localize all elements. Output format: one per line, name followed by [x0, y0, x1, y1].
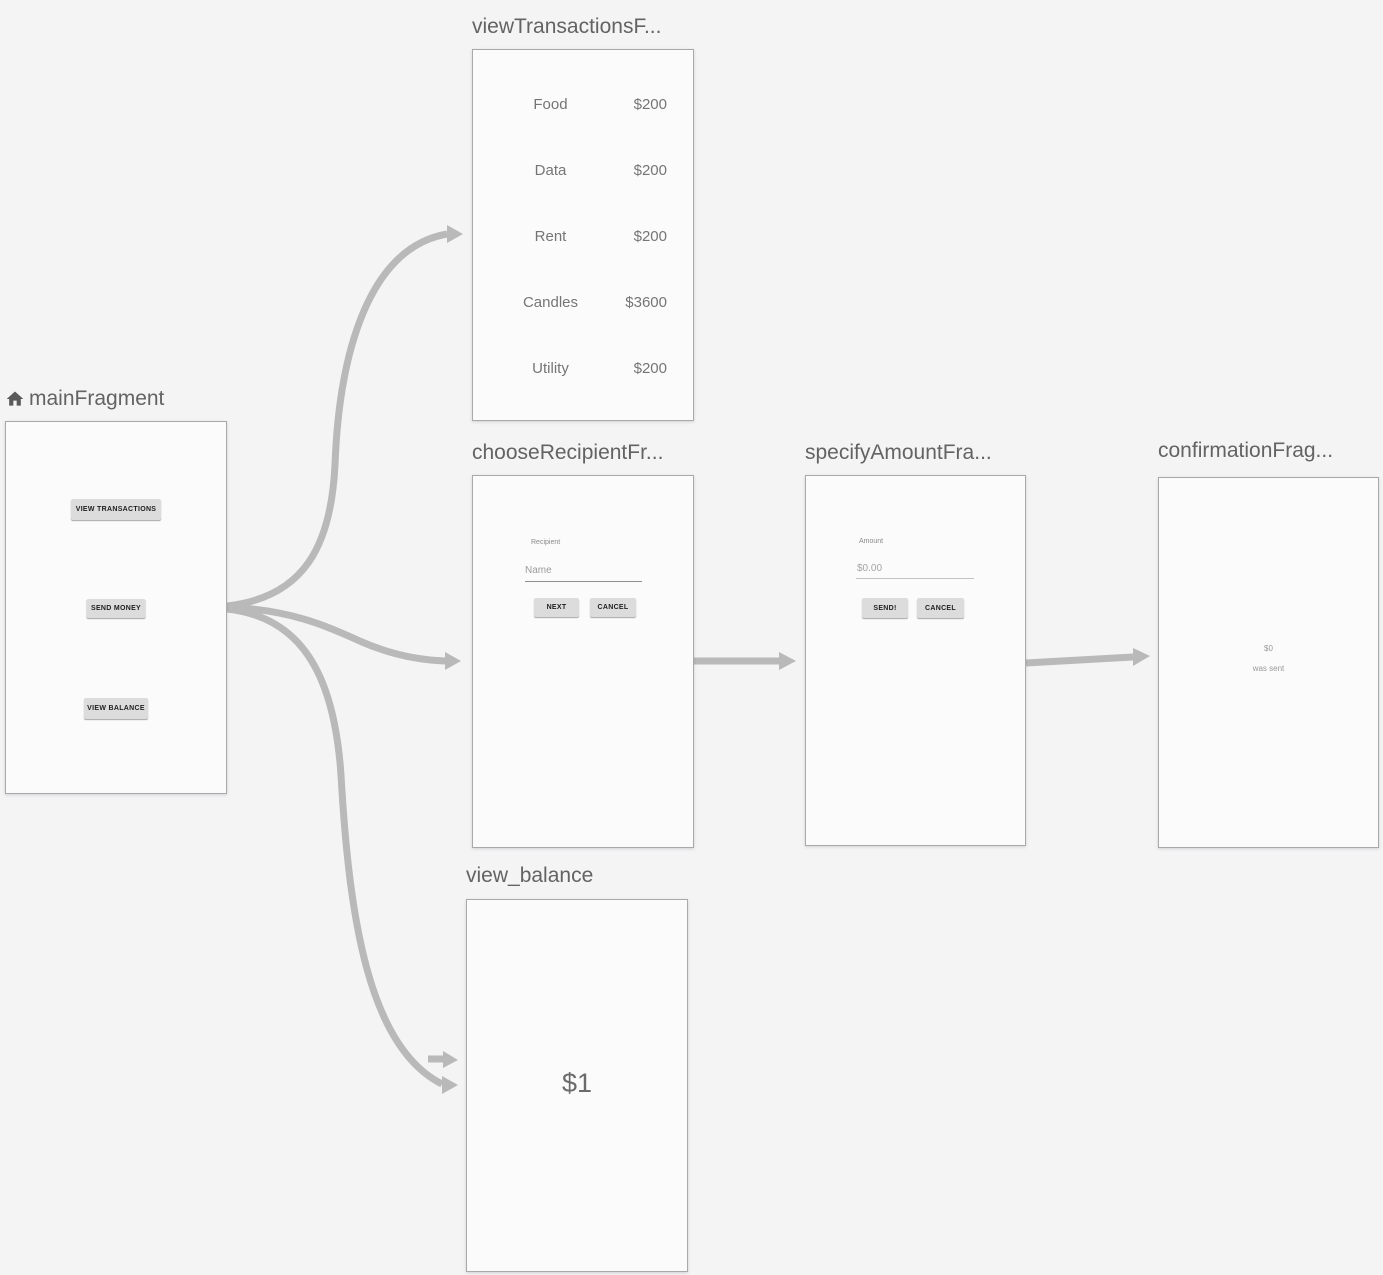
name-input-underline [525, 581, 642, 582]
fragment-title-confirmation[interactable]: confirmationFrag... [1158, 438, 1333, 463]
confirmation-amount: $0 [1264, 644, 1273, 653]
fragment-card-chooseRecipient[interactable]: Recipient Name NEXT CANCEL [472, 475, 694, 848]
fragment-title-chooseRecipient[interactable]: chooseRecipientFr... [472, 440, 663, 465]
transaction-amount: $200 [633, 228, 667, 245]
action-main-to-viewBalance[interactable] [226, 605, 458, 1094]
transaction-row: Data $200 [473, 162, 693, 182]
amount-field-label: Amount [859, 538, 884, 545]
confirmation-message: was sent [1252, 664, 1285, 673]
fragment-title-specifyAmount[interactable]: specifyAmountFra... [805, 440, 992, 465]
transaction-row: Rent $200 [473, 228, 693, 248]
transaction-label: Food [533, 96, 568, 113]
send-button: SEND! [862, 598, 908, 618]
fragment-title-text: mainFragment [29, 387, 165, 410]
transaction-amount: $200 [633, 96, 667, 113]
fragment-title-viewBalance[interactable]: view_balance [466, 863, 593, 888]
send-money-button: SEND MONEY [86, 599, 146, 618]
action-main-to-viewTransactions[interactable] [226, 225, 463, 610]
fragment-title-text: viewTransactionsF... [472, 15, 662, 38]
fragment-title-mainFragment[interactable]: mainFragment [5, 386, 164, 411]
transaction-label: Rent [534, 228, 567, 245]
action-chooseRecipient-to-specifyAmount[interactable] [694, 652, 796, 670]
next-button: NEXT [534, 598, 579, 617]
cancel-button: CANCEL [917, 598, 964, 618]
fragment-card-confirmation[interactable]: $0 was sent [1158, 477, 1379, 848]
amount-input-underline [856, 578, 974, 579]
transaction-label: Data [534, 162, 567, 179]
fragment-card-mainFragment[interactable]: VIEW TRANSACTIONS SEND MONEY VIEW BALANC… [5, 421, 227, 794]
fragment-title-text: confirmationFrag... [1158, 439, 1334, 462]
transaction-amount: $200 [633, 360, 667, 377]
home-icon [6, 391, 24, 406]
amount-input: $0.00 [857, 563, 883, 574]
transaction-amount: $200 [633, 162, 667, 179]
balance-value: $1 [561, 1068, 593, 1098]
transaction-label: Candles [522, 294, 579, 311]
transaction-row: Utility $200 [473, 360, 693, 380]
fragment-title-text: specifyAmountFra... [805, 441, 992, 464]
fragment-card-specifyAmount[interactable]: Amount $0.00 SEND! CANCEL [805, 475, 1026, 846]
fragment-title-text: chooseRecipientFr... [472, 441, 664, 464]
transaction-label: Utility [532, 360, 569, 377]
fragment-card-viewTransactions[interactable]: Food $200 Data $200 Rent $200 Candles $3… [472, 49, 694, 421]
fragment-title-viewTransactions[interactable]: viewTransactionsF... [472, 14, 661, 39]
global-action-to-viewBalance[interactable] [428, 1051, 458, 1068]
fragment-card-viewBalance[interactable]: $1 [466, 899, 688, 1272]
transaction-row: Candles $3600 [473, 294, 693, 314]
fragment-title-text: view_balance [466, 864, 594, 887]
cancel-button: CANCEL [590, 598, 636, 617]
action-main-to-chooseRecipient[interactable] [226, 603, 461, 670]
recipient-field-label: Recipient [531, 539, 561, 546]
transaction-amount: $3600 [625, 294, 667, 311]
view-transactions-button: VIEW TRANSACTIONS [71, 499, 161, 520]
transaction-row: Food $200 [473, 96, 693, 116]
action-specifyAmount-to-confirmation[interactable] [1025, 648, 1150, 667]
name-input: Name [525, 565, 552, 576]
view-balance-button: VIEW BALANCE [84, 698, 148, 719]
